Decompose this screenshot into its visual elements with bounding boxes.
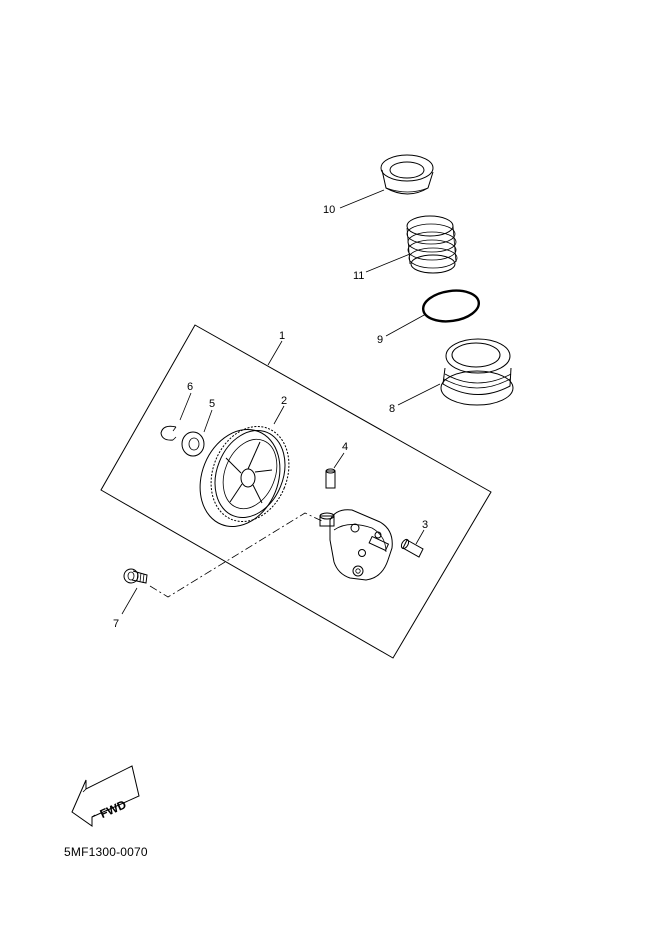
part-5-washer xyxy=(181,431,205,457)
assembly-boundary xyxy=(100,324,492,659)
callout-7: 7 xyxy=(113,618,119,630)
part-7-screw xyxy=(123,568,148,584)
callout-8: 8 xyxy=(389,403,395,415)
callout-5: 5 xyxy=(209,398,215,410)
part-2-gear xyxy=(199,426,290,527)
fwd-arrow: FWD xyxy=(71,765,140,827)
callout-1: 1 xyxy=(279,330,285,342)
callout-2: 2 xyxy=(281,395,287,407)
part-4-pin xyxy=(325,468,336,489)
part-3-dowel xyxy=(400,538,424,558)
fwd-label: FWD xyxy=(98,797,129,821)
part-6-circlip xyxy=(160,425,177,441)
callout-3: 3 xyxy=(422,519,428,531)
callout-9: 9 xyxy=(377,334,383,346)
callout-numbers: 1 2 3 4 5 6 7 8 9 10 11 xyxy=(113,204,428,630)
part-8-plug xyxy=(440,338,514,406)
alignment-center-line xyxy=(149,512,323,598)
part-9-o-ring xyxy=(421,289,481,323)
callout-4: 4 xyxy=(342,441,348,453)
callout-6: 6 xyxy=(187,381,193,393)
part-11-spring xyxy=(406,215,458,274)
part-10-cap xyxy=(380,154,434,195)
callout-10: 10 xyxy=(323,204,335,216)
drawing-code: 5MF1300-0070 xyxy=(64,845,148,859)
callout-11: 11 xyxy=(353,270,364,282)
oil-pump-body xyxy=(319,509,393,581)
leader-lines xyxy=(121,189,441,615)
